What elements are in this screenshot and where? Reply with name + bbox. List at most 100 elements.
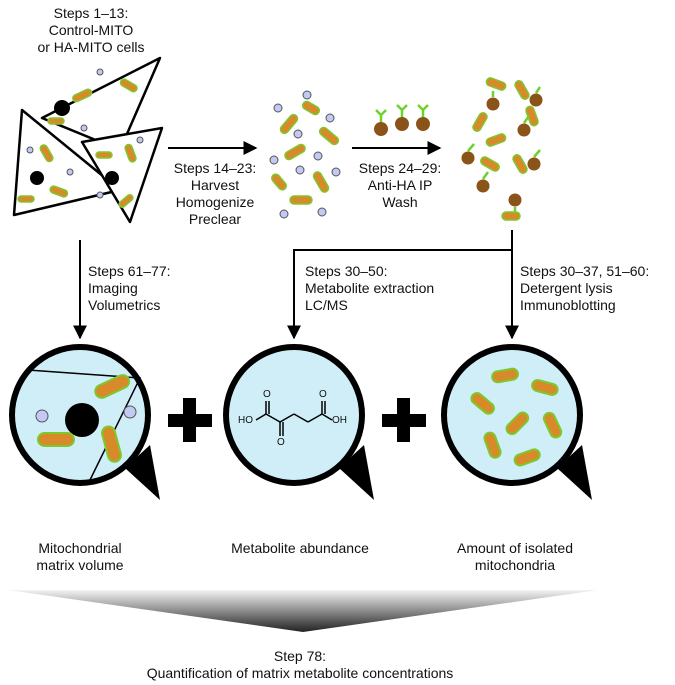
mitochondrion-icon [514, 80, 530, 100]
output-metabolite-abundance: Metabolite abundance [231, 540, 369, 556]
label-lysis: Steps 30–37, 51–60: Detergent lysis Immu… [520, 263, 650, 313]
nucleus [54, 100, 70, 116]
mitochondrion-icon [501, 211, 521, 221]
vesicle-icon [136, 136, 144, 144]
label-metabolite: Steps 30–50: Metabolite extraction LC/MS [305, 263, 435, 313]
mitochondrion-icon [485, 77, 507, 91]
mitochondrion-icon [470, 392, 495, 415]
lens-matrix-volume [9, 344, 160, 500]
funnel-icon [8, 590, 598, 632]
label-harvest: Steps 14–23: Harvest Homogenize Preclear [173, 160, 257, 227]
mitochondrion-icon [95, 151, 113, 159]
mitochondrion-icon [513, 448, 541, 467]
mitochondrion-icon [531, 379, 559, 396]
bead-icon [517, 123, 531, 137]
mitochondrion-icon [284, 143, 306, 161]
arrow-metabolite [287, 230, 513, 340]
mitochondrion-icon [472, 112, 488, 132]
mitochondrion-icon [37, 432, 75, 447]
mitochondrion-icon [17, 195, 35, 203]
lens-isolated-mitochondria [441, 344, 592, 500]
mitochondrion-icon [101, 425, 122, 463]
mitochondrion-icon [119, 78, 138, 93]
mitochondrion-icon [485, 133, 507, 147]
cell-icon [12, 108, 122, 217]
label-imaging: Steps 61–77: Imaging Volumetrics [88, 263, 171, 313]
cell-icon [40, 56, 162, 152]
nucleus [30, 171, 44, 185]
antibody-icon [467, 86, 542, 213]
mitochondrion-icon [72, 88, 93, 103]
lens-tail [339, 445, 374, 500]
atom-o-left: O [263, 389, 271, 400]
bead-icon [395, 117, 409, 131]
final-step-label: Step 78: Quantification of matrix metabo… [146, 648, 454, 681]
mitochondrion-icon [94, 374, 131, 399]
mitochondrion-icon [483, 431, 502, 459]
vesicle-icon [35, 409, 49, 423]
mitochondrion-icon [49, 185, 69, 198]
ip-product [461, 77, 543, 221]
vesicle-icon [269, 155, 279, 165]
mitochondrion-icon [124, 143, 137, 163]
lens-metabolite-abundance [223, 344, 374, 500]
mitochondrion-icon [512, 154, 528, 174]
vesicle-icon [273, 103, 283, 113]
label-cells: Steps 1–13: Control-MITO or HA-MITO cell… [37, 5, 145, 55]
mitochondrion-icon [312, 171, 330, 193]
mitochondrion-icon [542, 411, 563, 439]
vesicle-icon [96, 191, 104, 199]
bead-icon [374, 122, 388, 136]
mitochondrion-icon [271, 173, 287, 191]
bead-icon [508, 193, 522, 207]
mitochondrion-icon [505, 411, 530, 436]
bead-icon [527, 157, 541, 171]
antibody-beads [374, 104, 430, 136]
vesicle-icon [96, 68, 104, 76]
magnifier-lens-icon [223, 344, 365, 486]
mitochondrion-icon [39, 144, 54, 163]
mitochondrion-icon [118, 194, 134, 208]
atom-ho: HO [238, 415, 253, 426]
mitochondrion-icon [480, 156, 500, 172]
label-ip: Steps 24–29: Anti-HA IP Wash [358, 160, 442, 210]
bead-icon [529, 93, 543, 107]
bead-icon [461, 151, 475, 165]
mitochondrion-icon [301, 100, 321, 116]
antibody-icon [375, 109, 387, 122]
alpha-ketoglutarate-structure-icon [255, 401, 333, 436]
mitochondrion-icon [318, 126, 340, 146]
vesicle-icon [302, 90, 312, 100]
homogenate [269, 90, 341, 219]
cell-cluster [12, 56, 164, 224]
vesicle-icon [66, 168, 74, 176]
vesicle-icon [80, 124, 88, 132]
plus-icon [382, 398, 426, 442]
bead-icon [486, 97, 500, 111]
bead-icon [416, 117, 430, 131]
nucleus [105, 171, 119, 185]
magnifier-lens-icon [441, 344, 583, 486]
vesicle-icon [331, 167, 341, 177]
vesicle-icon [293, 129, 303, 139]
antibody-icon [417, 104, 429, 117]
lens-tail [557, 445, 592, 500]
mitochondrion-icon [279, 113, 299, 135]
vesicle-icon [123, 405, 137, 419]
mitochondrion-icon [491, 367, 519, 384]
vesicle-icon [279, 209, 289, 219]
vesicle-icon [26, 146, 34, 154]
lens-tail [125, 445, 160, 500]
mitochondrion-icon [289, 195, 313, 205]
vesicle-icon [313, 151, 323, 161]
output-matrix-volume: Mitochondrial matrix volume [36, 540, 124, 573]
vesicle-icon [295, 165, 305, 175]
atom-o-right: O [319, 389, 327, 400]
atom-oh: OH [332, 415, 347, 426]
mitochondrion-icon [47, 117, 65, 125]
plus-icon [168, 398, 212, 442]
vesicle-icon [317, 207, 327, 217]
nucleus [65, 403, 99, 437]
